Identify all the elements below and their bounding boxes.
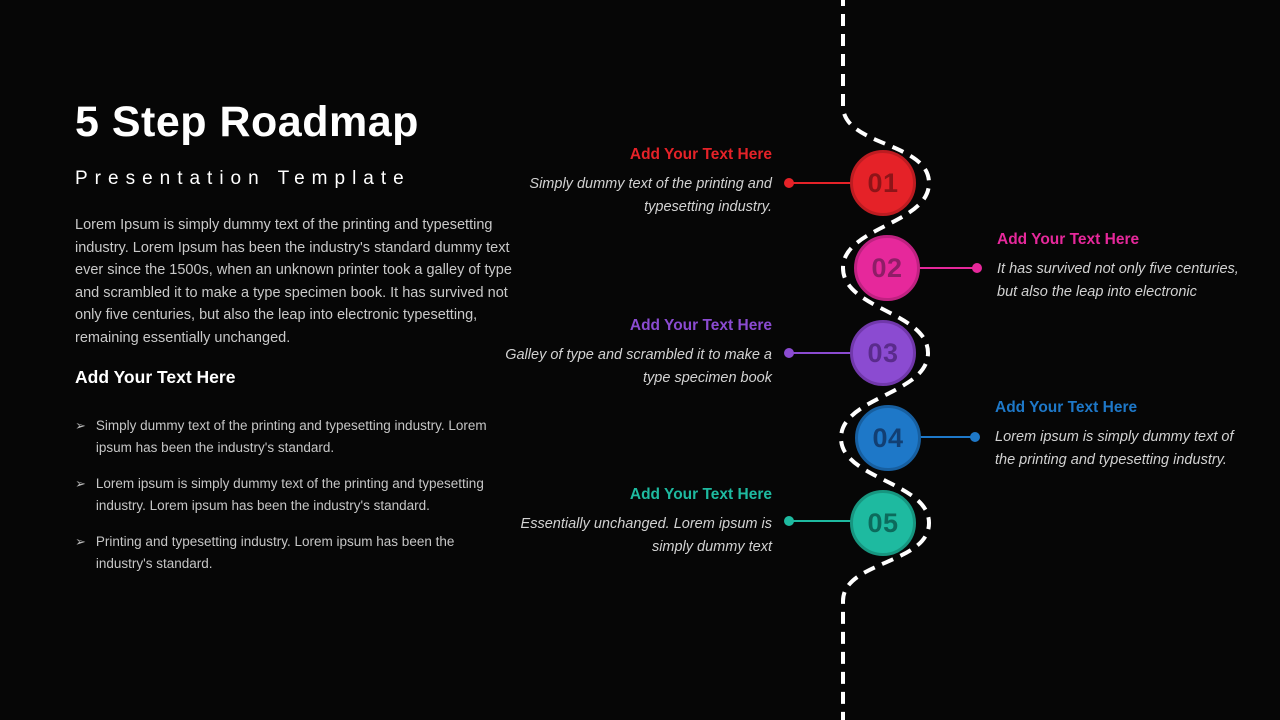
step-2-circle: 02 xyxy=(854,235,920,301)
bullet-list: ➢ Simply dummy text of the printing and … xyxy=(75,415,515,589)
list-item: ➢ Simply dummy text of the printing and … xyxy=(75,415,515,459)
section-heading: Add Your Text Here xyxy=(75,367,236,387)
step-description-line: the printing and typesetting industry. xyxy=(995,452,1227,468)
step-title: Add Your Text Here xyxy=(629,146,772,163)
step-description-line: type specimen book xyxy=(643,370,772,386)
step-number: 01 xyxy=(867,167,899,198)
step-description-line: Lorem ipsum is simply dummy text of xyxy=(995,429,1234,445)
step-description-line: Galley of type and scrambled it to make … xyxy=(505,347,772,363)
step-number: 05 xyxy=(867,507,899,538)
step-2-connector-dot xyxy=(972,263,982,273)
step-3-circle: 03 xyxy=(850,320,916,386)
step-number: 03 xyxy=(867,337,899,368)
step-4-connector-line xyxy=(918,436,976,438)
step-3-connector-dot xyxy=(784,348,794,358)
step-5-circle: 05 xyxy=(850,490,916,556)
bullet-text: Simply dummy text of the printing and ty… xyxy=(95,418,487,455)
step-1-connector-line xyxy=(788,182,852,184)
step-description-line: typesetting industry. xyxy=(644,199,772,215)
step-2-text: Add Your Text Here It has survived not o… xyxy=(997,231,1280,304)
slide-title: 5 Step Roadmap xyxy=(75,98,419,146)
arrow-bullet-icon: ➢ xyxy=(75,418,86,433)
step-description-line: but also the leap into electronic xyxy=(997,284,1197,300)
intro-paragraph: Lorem Ipsum is simply dummy text of the … xyxy=(75,217,512,346)
step-title: Add Your Text Here xyxy=(997,231,1140,248)
step-4-circle: 04 xyxy=(855,405,921,471)
step-description-line: Essentially unchanged. Lorem ipsum is xyxy=(520,516,772,532)
list-item: ➢ Printing and typesetting industry. Lor… xyxy=(75,531,515,575)
step-title: Add Your Text Here xyxy=(629,486,772,503)
step-4-connector-dot xyxy=(970,432,980,442)
slide-subtitle: Presentation Template xyxy=(75,168,411,189)
step-5-text: Add Your Text Here Essentially unchanged… xyxy=(462,486,772,559)
bullet-text: Printing and typesetting industry. Lorem… xyxy=(95,534,455,571)
step-3-text: Add Your Text Here Galley of type and sc… xyxy=(462,317,772,390)
list-item: ➢ Lorem ipsum is simply dummy text of th… xyxy=(75,473,515,517)
step-1-text: Add Your Text Here Simply dummy text of … xyxy=(462,146,772,219)
step-1-connector-dot xyxy=(784,178,794,188)
step-description-line: simply dummy text xyxy=(651,539,772,555)
step-title: Add Your Text Here xyxy=(629,317,772,334)
step-title: Add Your Text Here xyxy=(995,399,1138,416)
step-description-line: It has survived not only five centuries, xyxy=(997,261,1239,277)
step-5-connector-line xyxy=(788,520,852,522)
arrow-bullet-icon: ➢ xyxy=(75,534,86,549)
step-4-text: Add Your Text Here Lorem ipsum is simply… xyxy=(995,399,1280,472)
step-3-connector-line xyxy=(790,352,852,354)
step-number: 04 xyxy=(872,422,904,453)
arrow-bullet-icon: ➢ xyxy=(75,476,86,491)
step-1-circle: 01 xyxy=(850,150,916,216)
step-number: 02 xyxy=(871,252,903,283)
bullet-text: Lorem ipsum is simply dummy text of the … xyxy=(95,476,484,513)
step-5-connector-dot xyxy=(784,516,794,526)
step-description-line: Simply dummy text of the printing and xyxy=(529,176,772,192)
step-2-connector-line xyxy=(918,267,978,269)
